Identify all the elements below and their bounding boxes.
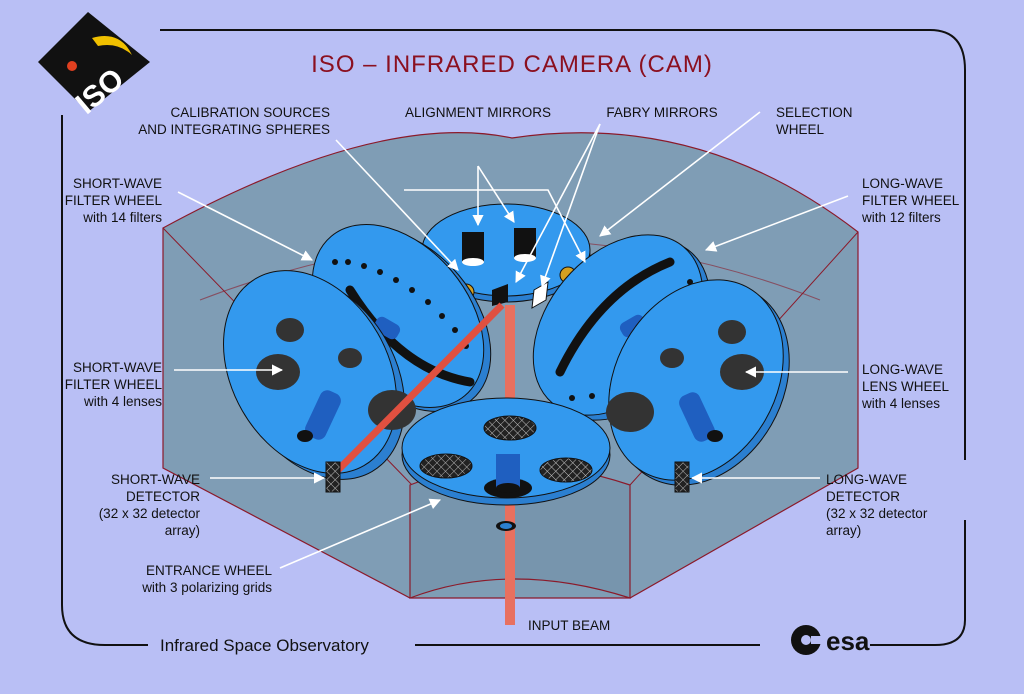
label-lw-filter12-line1: LONG-WAVE: [862, 176, 943, 191]
label-selection: SELECTION WHEEL: [776, 105, 853, 137]
esa-logo-text: esa: [826, 626, 870, 656]
label-entrance-line2: with 3 polarizing grids: [141, 580, 272, 595]
lw-detector: [674, 461, 690, 493]
label-lw-lens4-line3: with 4 lenses: [861, 396, 940, 411]
label-sw-filter14-line1: SHORT-WAVE: [73, 176, 162, 191]
label-lw-lens4-line1: LONG-WAVE: [862, 362, 943, 377]
label-calibration: CALIBRATION SOURCES AND INTEGRATING SPHE…: [138, 105, 330, 137]
label-sw-detector: SHORT-WAVE DETECTOR (32 x 32 detector ar…: [99, 472, 201, 538]
label-sw-filter4-line1: SHORT-WAVE: [73, 360, 162, 375]
label-lw-filter12-line2: FILTER WHEEL: [862, 193, 960, 208]
label-lw-detector-line4: array): [826, 523, 861, 538]
label-sw-filter14-line2: FILTER WHEEL: [65, 193, 163, 208]
page-frame: [61, 29, 966, 646]
pointer-arrows: [174, 111, 849, 569]
page-title: ISO – INFRARED CAMERA (CAM): [311, 51, 713, 78]
label-calibration-line1: CALIBRATION SOURCES: [170, 105, 330, 120]
label-sw-detector-line1: SHORT-WAVE: [111, 472, 200, 487]
label-fabry: FABRY MIRRORS: [606, 105, 717, 120]
label-sw-filter4-line3: with 4 lenses: [83, 394, 162, 409]
label-calibration-line2: AND INTEGRATING SPHERES: [138, 122, 330, 137]
label-sw-detector-line2: DETECTOR: [126, 489, 200, 504]
iso-logo: ISO: [38, 12, 150, 121]
label-selection-line2: WHEEL: [776, 122, 825, 137]
label-alignment: ALIGNMENT MIRRORS: [405, 105, 551, 120]
label-sw-filter14-line3: with 14 filters: [82, 210, 162, 225]
sw-detector: [325, 461, 341, 493]
footer-observatory: Infrared Space Observatory: [160, 636, 369, 655]
entrance-wheel: [401, 397, 611, 531]
label-entrance-line1: ENTRANCE WHEEL: [146, 563, 273, 578]
label-lw-lens4-line2: LENS WHEEL: [862, 379, 950, 394]
lw-lens-wheel-4: [606, 279, 790, 486]
label-sw-filter4-line2: FILTER WHEEL: [65, 377, 163, 392]
label-lw-detector: LONG-WAVE DETECTOR (32 x 32 detector arr…: [826, 472, 928, 538]
label-sw-detector-line4: array): [165, 523, 200, 538]
label-lw-detector-line2: DETECTOR: [826, 489, 900, 504]
label-lw-detector-line3: (32 x 32 detector: [826, 506, 928, 521]
selection-wheel: [421, 203, 591, 309]
label-entrance: ENTRANCE WHEEL with 3 polarizing grids: [141, 563, 272, 595]
label-sw-filter4: SHORT-WAVE FILTER WHEEL with 4 lenses: [65, 360, 163, 409]
label-selection-line1: SELECTION: [776, 105, 853, 120]
label-lw-filter12: LONG-WAVE FILTER WHEEL with 12 filters: [861, 176, 960, 225]
esa-logo: esa: [791, 625, 870, 656]
label-sw-detector-line3: (32 x 32 detector: [99, 506, 201, 521]
label-lw-detector-line1: LONG-WAVE: [826, 472, 907, 487]
label-sw-filter14: SHORT-WAVE FILTER WHEEL with 14 filters: [65, 176, 163, 225]
label-lw-lens4: LONG-WAVE LENS WHEEL with 4 lenses: [861, 362, 950, 411]
label-input-beam: INPUT BEAM: [528, 618, 610, 633]
label-lw-filter12-line3: with 12 filters: [861, 210, 941, 225]
